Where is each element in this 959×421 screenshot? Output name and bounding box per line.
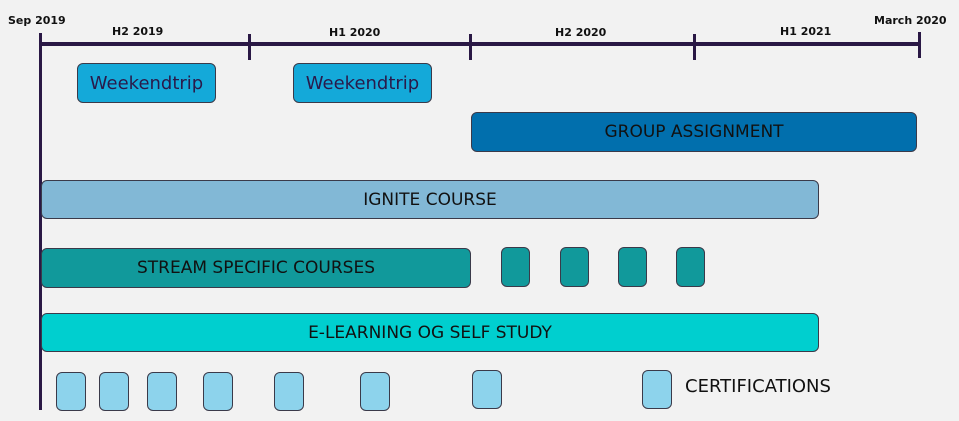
certification-block	[360, 372, 390, 411]
stream-course-block	[618, 247, 647, 287]
weekendtrip-bar: Weekendtrip	[293, 63, 432, 103]
group-assignment-bar: GROUP ASSIGNMENT	[471, 112, 917, 152]
tick	[469, 34, 472, 60]
tick	[918, 32, 921, 58]
certification-block	[203, 372, 233, 411]
tick	[248, 34, 251, 60]
certification-block	[99, 372, 129, 411]
weekendtrip-bar: Weekendtrip	[77, 63, 216, 103]
stream-specific-courses-bar: STREAM SPECIFIC COURSES	[41, 248, 471, 288]
stream-course-block	[501, 247, 530, 287]
period-label: H2 2020	[555, 26, 607, 39]
period-label: H1 2021	[780, 25, 832, 38]
timeline-start-line	[39, 33, 42, 410]
ignite-course-bar: IGNITE COURSE	[41, 180, 819, 219]
certification-block	[472, 370, 502, 409]
certification-block	[274, 372, 304, 411]
start-date-label: Sep 2019	[8, 14, 66, 27]
stream-course-block	[676, 247, 705, 287]
certifications-label: CERTIFICATIONS	[685, 376, 831, 397]
certification-block	[147, 372, 177, 411]
certification-legend-block	[642, 370, 672, 409]
stream-course-block	[560, 247, 589, 287]
period-label: H1 2020	[329, 26, 381, 39]
end-date-label: March 2020	[874, 14, 947, 27]
tick	[693, 34, 696, 60]
elearning-bar: E-LEARNING OG SELF STUDY	[41, 313, 819, 352]
certification-block	[56, 372, 86, 411]
timeline-axis	[41, 42, 920, 46]
period-label: H2 2019	[112, 25, 164, 38]
